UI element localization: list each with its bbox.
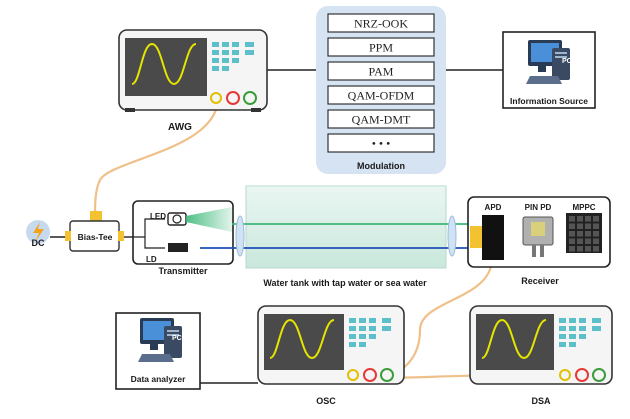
mppc-pixel xyxy=(593,231,599,237)
lightning-icon xyxy=(33,222,44,242)
mppc-pixel xyxy=(577,223,583,229)
mppc-pixel xyxy=(585,223,591,229)
awg-screen xyxy=(125,38,207,96)
dsa-waveform xyxy=(481,318,547,360)
dc-label: DC xyxy=(32,238,45,248)
info-pc-label: PC xyxy=(562,58,572,65)
analyzer-pc-label: PC xyxy=(172,335,182,342)
bias-tee-label: Bias-Tee xyxy=(78,232,113,242)
awg-label: AWG xyxy=(168,122,192,133)
mppc-pixel xyxy=(585,231,591,237)
tank-label: Water tank with tap water or sea water xyxy=(263,278,427,288)
modulation-item-0: NRZ-OOK xyxy=(354,17,408,31)
modulation-item-box xyxy=(327,109,435,129)
modulation-item-3: QAM-OFDM xyxy=(348,89,415,103)
mppc-pixel xyxy=(593,223,599,229)
osc-waveform xyxy=(269,318,335,360)
mppc-pixel xyxy=(585,238,591,244)
mppc-pixel xyxy=(577,231,583,237)
ld-icon xyxy=(168,243,188,252)
mppc-detector xyxy=(566,213,602,253)
mppc-pixel xyxy=(577,246,583,252)
bias-tee xyxy=(65,211,124,252)
mppc-pixel xyxy=(569,238,575,244)
receiver-box xyxy=(467,196,611,268)
mppc-pixel xyxy=(585,216,591,222)
modulation-item-box xyxy=(327,133,435,153)
osc-label: OSC xyxy=(316,396,336,406)
led-label: LED xyxy=(150,212,166,221)
mppc-pixel xyxy=(577,238,583,244)
led-beam xyxy=(186,207,232,232)
dsa-label: DSA xyxy=(531,396,551,406)
awg-instrument xyxy=(118,29,268,112)
modulation-item-5: • • • xyxy=(372,137,391,151)
water-tank xyxy=(200,185,478,269)
tx-lens xyxy=(235,215,245,257)
mppc-pixel xyxy=(577,216,583,222)
rx-lens xyxy=(447,215,457,257)
mppc-pixel xyxy=(593,246,599,252)
modulation-item-box xyxy=(327,61,435,81)
data-analyzer-label: Data analyzer xyxy=(131,374,186,384)
awg-waveform xyxy=(131,42,197,86)
modulation-list: NRZ-OOK PPM PAM QAM-OFDM QAM-DMT • • • xyxy=(327,13,435,153)
dc-source xyxy=(26,220,50,244)
mppc-pixel xyxy=(569,246,575,252)
info-source-label: Information Source xyxy=(510,96,588,106)
receiver-label: Receiver xyxy=(521,276,559,286)
ld-label: LD xyxy=(146,255,157,264)
modulation-item-box xyxy=(327,37,435,57)
dsa-instrument xyxy=(469,305,613,385)
mppc-pixel xyxy=(593,216,599,222)
osc-instrument xyxy=(257,305,405,385)
apd-label: APD xyxy=(485,203,502,212)
transmitter-label: Transmitter xyxy=(158,266,208,276)
modulation-item-box xyxy=(327,13,435,33)
modulation-title: Modulation xyxy=(357,161,405,171)
mppc-pixel xyxy=(585,246,591,252)
mppc-label: MPPC xyxy=(572,203,595,212)
pin-pd-label: PIN PD xyxy=(525,203,552,212)
modulation-item-4: QAM-DMT xyxy=(352,113,411,127)
osc-screen xyxy=(264,314,344,370)
modulation-item-2: PAM xyxy=(369,65,394,79)
apd-detector xyxy=(482,215,504,260)
data-analyzer-box: PC xyxy=(115,312,201,390)
mppc-pixel xyxy=(569,216,575,222)
info-source-box: PC xyxy=(502,31,596,109)
modulation-item-1: PPM xyxy=(369,41,393,55)
mppc-pixel xyxy=(569,231,575,237)
mppc-pixel xyxy=(569,223,575,229)
modulation-item-box xyxy=(327,85,435,105)
mppc-pixel xyxy=(593,238,599,244)
modulation-panel: NRZ-OOK PPM PAM QAM-OFDM QAM-DMT • • • xyxy=(316,6,446,174)
awg-cable xyxy=(93,99,220,216)
